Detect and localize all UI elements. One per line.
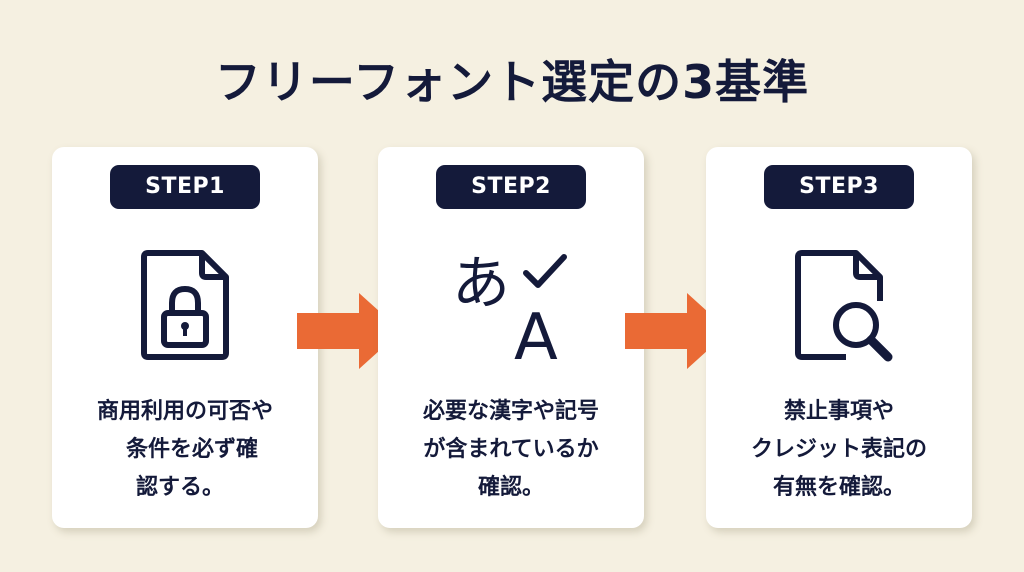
- step-description: 禁止事項や クレジット表記の 有無を確認。: [720, 393, 958, 507]
- description-line: 必要な漢字や記号: [422, 399, 599, 424]
- latin-glyph: A: [514, 301, 558, 369]
- language-check-icon: あ A: [446, 239, 576, 375]
- description-line: 確認。: [477, 475, 544, 500]
- arrow-right-icon: [297, 293, 401, 369]
- page-title: フリーフォント選定の3基準: [214, 55, 810, 109]
- description-line: 有無を確認。: [772, 475, 905, 500]
- step-description: 商用利用の可否や 条件を必ず確 認する。: [66, 393, 304, 507]
- description-line: 禁止事項や: [783, 399, 894, 424]
- step-card-1: STEP1 商用利用の可否や 条件を必ず確 認する。: [52, 147, 318, 528]
- description-line: 認する。: [135, 475, 224, 500]
- description-line: 条件を必ず確: [125, 437, 258, 462]
- step-badge: STEP2: [436, 165, 586, 209]
- kana-glyph: あ: [452, 249, 510, 317]
- step-description: 必要な漢字や記号 が含まれているか 確認。: [392, 393, 630, 507]
- arrow-right-icon: [625, 293, 729, 369]
- document-lock-icon: [120, 239, 250, 369]
- description-line: クレジット表記の: [750, 437, 927, 462]
- description-line: 商用利用の可否や: [96, 399, 273, 424]
- document-search-icon: [774, 239, 904, 369]
- description-line: が含まれているか: [423, 437, 599, 462]
- step-card-2: STEP2 あ A 必要な漢字や記号 が含まれているか 確認。: [378, 147, 644, 528]
- step-badge: STEP3: [764, 165, 914, 209]
- step-badge: STEP1: [110, 165, 260, 209]
- step-card-3: STEP3 禁止事項や クレジット表記の 有無を確認。: [706, 147, 972, 528]
